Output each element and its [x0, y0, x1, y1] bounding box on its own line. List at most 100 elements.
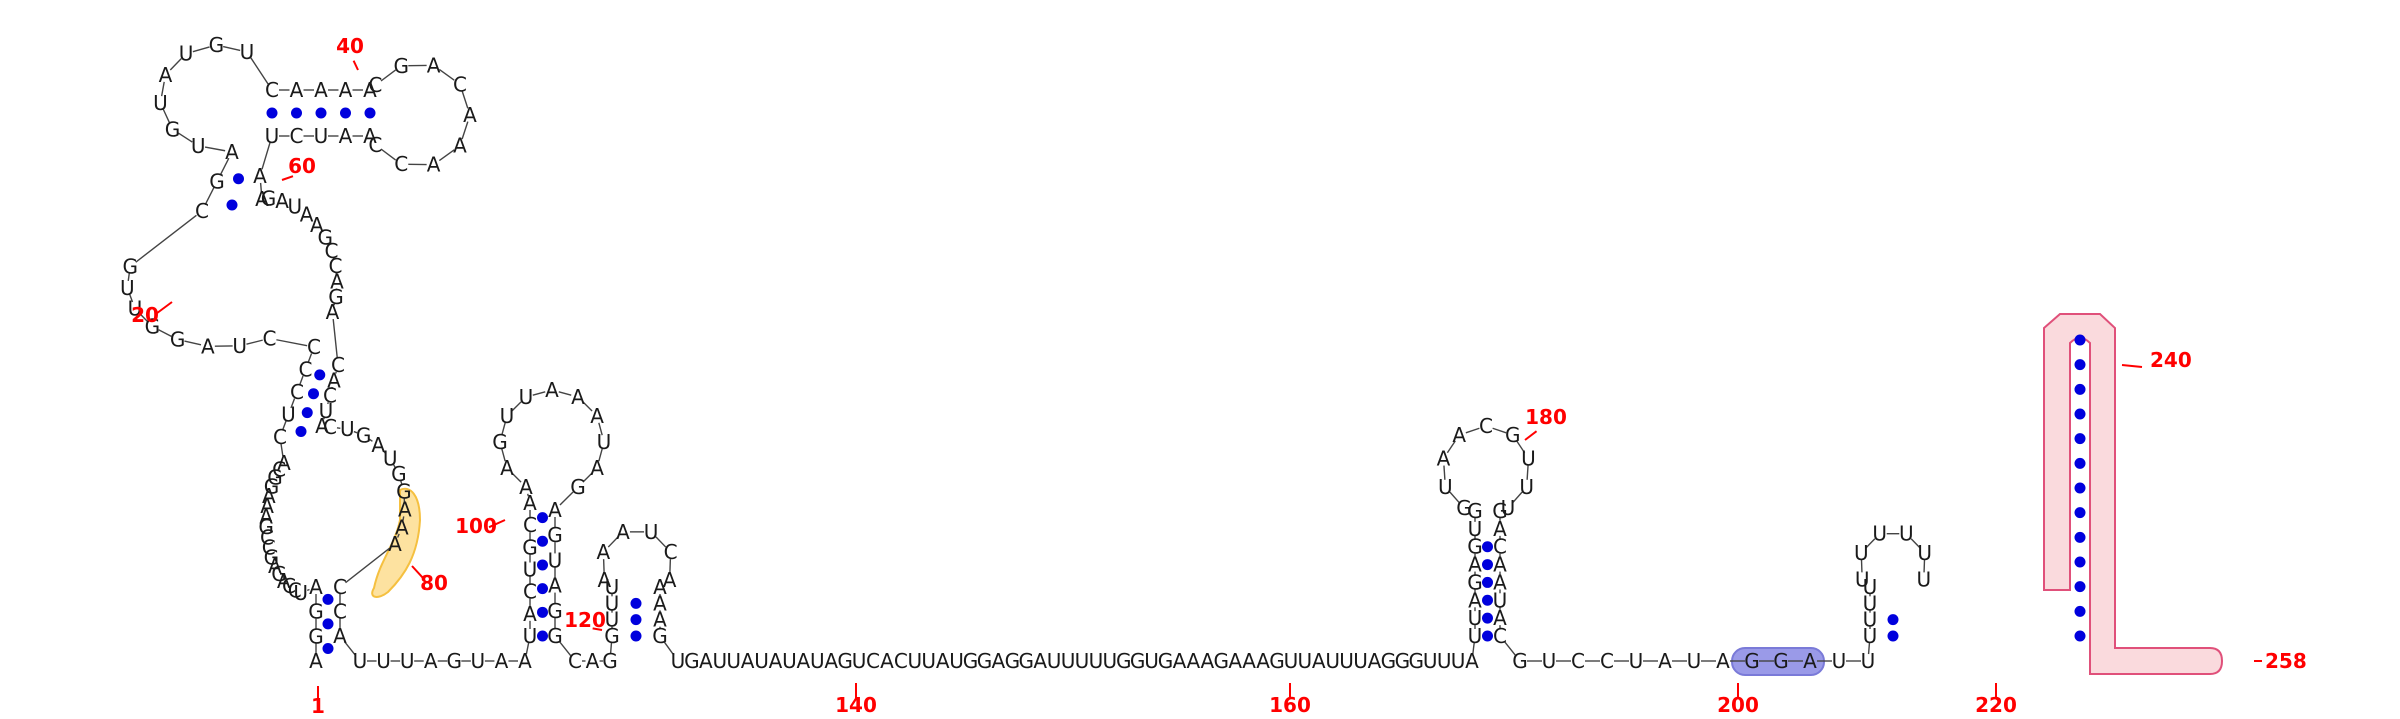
nucleotide: G: [209, 33, 225, 57]
backbone-link: [511, 472, 522, 483]
backbone-link: [663, 641, 675, 656]
backbone-link: [160, 81, 165, 97]
nucleotide: U: [548, 548, 563, 572]
nucleotide: A: [259, 505, 273, 529]
base-pair-dot: [266, 107, 278, 119]
nucleotide: U: [1438, 475, 1453, 499]
base-pair-dot: [537, 512, 548, 524]
base-pair-dot: [1482, 541, 1493, 553]
backbone-link: [559, 491, 574, 506]
nucleotide: C: [260, 526, 274, 550]
nucleotide: A: [1465, 649, 1479, 673]
backbone-link: [655, 536, 667, 548]
base-pair-dot: [2074, 531, 2086, 543]
numbering-tick: [156, 301, 173, 314]
nucleotide: C: [394, 152, 408, 176]
nucleotide: A: [309, 649, 323, 673]
nucleotide: C: [568, 649, 582, 673]
position-number: 180: [1525, 405, 1567, 429]
nucleotide: U: [605, 575, 620, 599]
backbone-link: [380, 69, 397, 82]
nucleotide: A: [992, 649, 1006, 673]
base-pair-dot: [315, 107, 327, 119]
backbone-link: [261, 142, 271, 170]
base-pair-dot: [1887, 630, 1899, 642]
nucleotide: U: [1519, 475, 1534, 499]
nucleotide: A: [1437, 447, 1451, 471]
nucleotide: U: [240, 40, 255, 64]
base-pair-dot: [2074, 556, 2086, 568]
nucleotide: U: [179, 42, 194, 66]
backbone-link: [438, 149, 455, 162]
nucleotide: U: [810, 649, 825, 673]
nucleotide: U: [1423, 649, 1438, 673]
position-number: 240: [2150, 348, 2192, 372]
highlight-layer: [371, 313, 2224, 676]
base-pair-dot: [2074, 334, 2086, 346]
base-pair-dot: [2074, 383, 2086, 395]
nucleotide: U: [1437, 649, 1452, 673]
nucleotide: U: [288, 195, 303, 219]
nucleotide: G: [547, 624, 563, 648]
nucleotide: A: [1187, 649, 1201, 673]
nucleotide: C: [1600, 649, 1614, 673]
nucleotide: A: [545, 378, 559, 402]
nucleotide: G: [963, 649, 979, 673]
position-number: 200: [1717, 693, 1759, 717]
nucleotide-layer: AGGAUCCAGAGCCGAAAGGCACUCCCCUAGGUUGCGAUGU…: [120, 33, 1932, 673]
nucleotide: A: [388, 532, 402, 556]
nucleotide: C: [323, 415, 337, 439]
backbone-link: [501, 422, 506, 436]
nucleotide: C: [307, 335, 321, 359]
nucleotide: G: [145, 315, 161, 339]
nucleotide: A: [1493, 553, 1507, 577]
backbone-link: [1910, 538, 1921, 549]
nucleotide: U: [907, 649, 922, 673]
nucleotide: A: [769, 649, 783, 673]
nucleotide: C: [333, 575, 347, 599]
nucleotide: A: [519, 475, 533, 499]
nucleotide: C: [866, 649, 880, 673]
backbone-link: [306, 588, 310, 592]
base-pair-dot: [322, 618, 334, 630]
nucleotide: A: [326, 300, 340, 324]
nucleotide: U: [519, 385, 534, 409]
nucleotide: A: [1716, 649, 1730, 673]
nucleotide: A: [518, 649, 532, 673]
backbone-link: [558, 641, 572, 656]
nucleotide: C: [272, 458, 286, 482]
base-pair-dot: [2074, 457, 2086, 469]
nucleotide: C: [265, 78, 279, 102]
nucleotide: A: [1173, 649, 1187, 673]
nucleotide: G: [1158, 649, 1174, 673]
nucleotide: U: [1629, 649, 1644, 673]
backbone-link: [204, 187, 215, 206]
backbone-link: [184, 340, 202, 346]
nucleotide: C: [523, 580, 537, 604]
nucleotide: U: [726, 649, 741, 673]
backbone-link: [281, 420, 287, 431]
nucleotide: A: [300, 203, 314, 227]
nucleotide: A: [315, 414, 329, 438]
nucleotide: U: [523, 558, 538, 582]
nucleotide: A: [548, 498, 562, 522]
nucleotide: U: [1353, 649, 1368, 673]
numbering-tick: [352, 60, 359, 71]
base-pair-dot: [2074, 359, 2086, 371]
nucleotide: U: [191, 134, 206, 158]
nucleotide: U: [1144, 649, 1159, 673]
backbone-link: [511, 401, 522, 412]
nucleotide: U: [754, 649, 769, 673]
backbone-link: [400, 480, 403, 485]
backbone-link: [307, 353, 313, 364]
nucleotide: U: [1917, 541, 1932, 565]
nucleotide: G: [1409, 649, 1425, 673]
nucleotide: U: [1047, 649, 1062, 673]
nucleotide: A: [797, 649, 811, 673]
backbone-link: [204, 146, 226, 152]
position-number: 80: [420, 571, 448, 595]
position-number: 220: [1975, 693, 2017, 717]
nucleotide: G: [1116, 649, 1132, 673]
nucleotide: C: [1479, 414, 1493, 438]
nucleotide: G: [1505, 423, 1521, 447]
